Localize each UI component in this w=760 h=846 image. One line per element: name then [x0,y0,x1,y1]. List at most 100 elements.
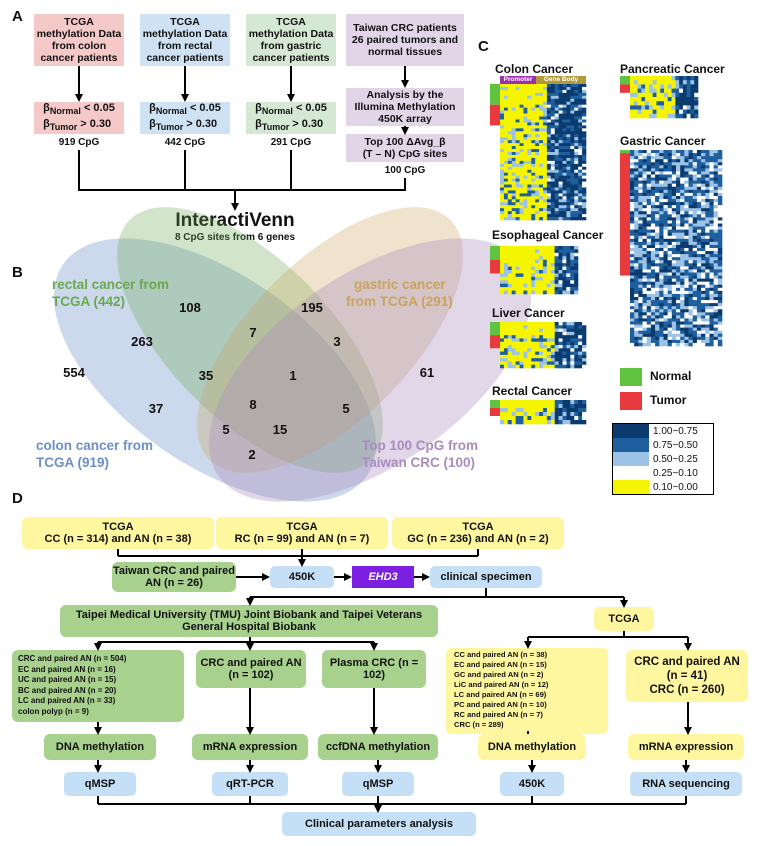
heatmap-gastric-cell [713,192,719,197]
heatmap-liver-cell [578,325,583,329]
heatmap-pancreatic-tumor-bar [620,84,630,93]
heatmap-gastric-cell [692,229,698,233]
heatmap-colon-cell [550,119,556,123]
heatmap-gastric-cell [650,278,656,282]
heatmap-gastric-cell [688,327,694,331]
heatmap-gastric-cell [696,315,702,319]
heatmap-gastric-cell [688,232,694,237]
heatmap-colon-cell [582,146,587,150]
heatmap-colon-cell [578,125,583,129]
heatmap-rectal-cell [566,420,571,425]
heatmap-pancreatic-cell [648,101,653,106]
heatmap-gastric-cell [696,281,702,286]
heatmap-gastric-cell [709,202,714,206]
heatmap-esophageal-cell [511,263,516,267]
heatmap-gastric-cell [709,339,714,344]
heatmap-esophageal-cell [570,276,575,281]
heatmap-gastric-cell [692,312,698,316]
heatmap-colon-cell [523,95,528,100]
heatmap-esophageal-cell [507,290,512,295]
heatmap-colon-cell [543,107,548,111]
heatmap-colon-cell [503,178,509,182]
heatmap-gastric-cell [638,177,643,181]
heatmap-gastric-cell [655,223,660,227]
heatmap-gastric-cell [701,229,706,233]
heatmap-esophageal-cell [539,276,544,281]
heatmap-colon-cell [531,104,536,108]
heatmap-colon-cell [539,152,544,156]
heatmap-gastric-cell [709,290,714,295]
heatmap-gastric-cell [676,318,681,322]
heatmap-colon-cell [523,84,528,88]
heatmap-gastric-cell [671,300,677,304]
heatmap-gastric-cell [667,309,673,313]
heatmap-colon-cell [562,205,567,209]
heatmap-liver-cell [582,364,587,369]
heatmap-gastric-cell [655,266,660,270]
heatmap-esophageal-cell [527,259,532,264]
heatmap-colon-cell [527,110,532,114]
heatmap-esophageal-cell [503,280,509,285]
heatmap-gastric-cell [696,303,702,307]
heatmap-gastric-cell [696,257,702,261]
heatmap-esophageal-cell [550,252,555,257]
heatmap-esophageal-cell [507,246,512,250]
heatmap-gastric-cell [676,205,681,209]
heatmap-gastric-cell [696,254,702,258]
heatmap-colon-cell [566,128,571,132]
heatmap-liver-cell [566,331,571,336]
heatmap-liver-cell [527,364,532,369]
heatmap-esophageal-cell [542,270,548,274]
scale-label-1: 1.00~0.75 [653,425,698,437]
heatmap-pancreatic-cell [652,113,657,119]
heatmap-colon-cell [503,157,509,162]
heatmap-esophageal-cell [550,256,555,261]
heatmap-gastric-cell [709,297,714,301]
heatmap-colon-cell [535,146,540,150]
heatmap-gastric-cell [667,186,673,191]
heatmap-gastric-cell [630,192,635,197]
heatmap-colon-cell [554,187,559,191]
heatmap-gastric-cell [634,300,639,304]
heatmap-gastric-cell [680,156,685,160]
heatmap-esophageal-cell [546,270,551,274]
heatmap-gastric-cell [705,177,710,181]
heatmap-gastric-cell [688,229,694,233]
heatmap-gastric-cell [671,318,677,322]
heatmap-gastric-cell [696,293,702,298]
heatmap-colon-cell [500,101,505,105]
heatmap-pancreatic-cell [682,92,687,98]
heatmap-title-gastric: Gastric Cancer [620,134,706,148]
heatmap-colon-cell [566,152,571,156]
heatmap-esophageal-cell [535,256,540,261]
heatmap-gastric-cell [713,211,719,215]
heatmap-gastric-cell [663,220,668,224]
heatmap-gastric-cell [692,186,698,191]
heatmap-rectal-cell [570,412,575,417]
heatmap-colon-cell [527,119,532,123]
heatmap-gastric-cell [667,269,673,273]
heatmap-colon-cell [531,125,536,129]
heatmap-pancreatic-cell [648,113,653,119]
heatmap-colon-cell [550,146,556,150]
heatmap-liver-cell [574,354,579,359]
heatmap-gastric-cell [659,235,664,240]
heatmap-colon-cell [578,160,583,165]
heatmap-gastric-cell [709,248,714,252]
heatmap-gastric-cell [709,306,714,310]
heatmap-liver-cell [578,351,583,356]
heatmap-rectal-cell [543,420,548,425]
heatmap-gastric-cell [659,309,664,313]
heatmap-colon-cell [511,84,516,88]
heatmap-colon-cell [543,169,548,173]
heatmap-gastric-cell [646,290,652,295]
heatmap-gastric-cell [642,211,648,215]
heatmap-liver-cell [500,348,505,352]
heatmap-liver-cell [523,322,528,326]
heatmap-liver-cell [503,322,509,326]
heatmap-colon-cell [546,104,552,108]
heatmap-colon-cell [507,178,513,182]
heatmap-esophageal-cell [546,283,551,288]
heatmap-colon-cell [523,157,528,162]
heatmap-gastric-cell [705,324,710,328]
